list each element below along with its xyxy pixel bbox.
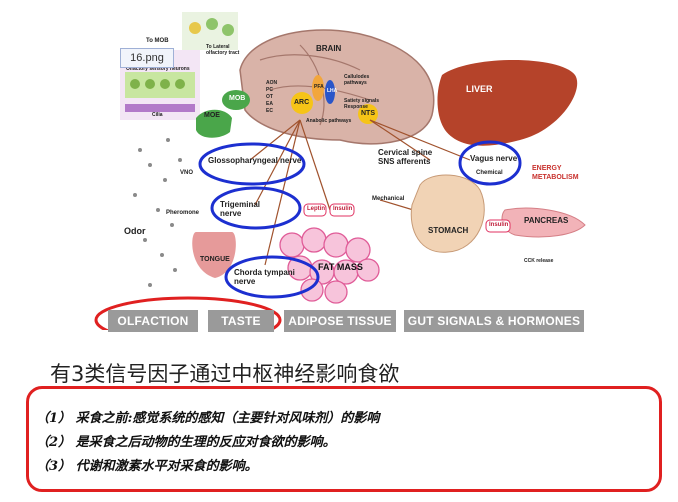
headline: 有3类信号因子通过中枢神经影响食欲 xyxy=(50,362,400,386)
label-pfa: PFA xyxy=(314,84,324,90)
label-cck: CCK release xyxy=(524,258,554,264)
label-ea: EA xyxy=(266,101,273,107)
nerve-lines xyxy=(249,119,471,266)
label-aon: AON xyxy=(266,80,278,86)
category-taste: TASTE xyxy=(208,310,274,332)
category-adipose: ADIPOSE TISSUE xyxy=(284,310,396,332)
arc-node xyxy=(291,92,313,114)
label-cervical-spine: Cervical spine SNS afferents xyxy=(378,148,433,166)
label-lha: LHA xyxy=(327,88,338,94)
label-vno: VNO xyxy=(180,170,194,176)
label-pancreas: PANCREAS xyxy=(524,216,569,225)
label-mechanical: Mechanical xyxy=(372,196,405,202)
label-chemical: Chemical xyxy=(476,170,503,176)
label-satiety: Satiety signals Response xyxy=(344,98,380,110)
tongue-shape xyxy=(192,232,236,278)
label-liver: LIVER xyxy=(466,84,493,94)
label-chorda-tympani: Chorda tympani nerve xyxy=(234,268,295,286)
label-cellular-pathways: Callulodes pathways xyxy=(344,74,370,86)
label-cilia: Cilia xyxy=(152,112,163,118)
label-insulin: Insulin xyxy=(333,206,353,212)
label-to-lateral: To Lateral olfactory tract xyxy=(206,44,240,56)
diagram-illustration xyxy=(94,12,586,344)
label-nts: NTS xyxy=(361,110,375,117)
label-tongue: TONGUE xyxy=(200,256,230,263)
label-arc: ARC xyxy=(294,99,310,106)
notes-box xyxy=(26,386,662,492)
label-to-mob: To MOB xyxy=(146,38,169,44)
lha-node xyxy=(325,80,335,104)
label-trigeminal: Trigeminal nerve xyxy=(220,200,261,218)
note-2: （2） 是采食之后动物的生理的反应对食欲的影响。 xyxy=(36,435,336,450)
glossopharyngeal-highlight xyxy=(198,142,306,186)
moe-shape xyxy=(196,109,232,138)
chorda-tympani-highlight xyxy=(224,255,320,299)
pfa-node xyxy=(312,75,324,101)
nerve-highlights xyxy=(198,140,522,299)
note-3: （3） 代谢和激素水平对采食的影响。 xyxy=(36,459,258,474)
label-leptin: Leptin xyxy=(307,206,325,212)
odor-molecules xyxy=(133,138,182,287)
category-olfaction: OLFACTION xyxy=(108,310,198,332)
label-odor: Odor xyxy=(124,226,146,236)
label-glossopharyngeal: Glossopharyngeal nerve xyxy=(208,156,302,165)
olfactory-neurons xyxy=(125,72,195,112)
appetite-signal-diagram: To MOB To Lateral olfactory tract Olfact… xyxy=(94,12,586,344)
label-olfactory-neurons: Olfactory sensory neurons xyxy=(126,66,190,72)
label-ec: EC xyxy=(266,108,273,114)
label-ot: OT xyxy=(266,94,273,100)
vagus-highlight xyxy=(458,140,522,186)
label-brain: BRAIN xyxy=(316,44,342,53)
liver-shape xyxy=(437,60,578,146)
label-fat-mass: FAT MASS xyxy=(318,262,363,272)
label-pc: PC xyxy=(266,87,273,93)
file-label: 16.png xyxy=(120,48,174,68)
trigeminal-highlight xyxy=(210,186,302,230)
stomach-shape xyxy=(410,174,485,253)
label-anabolic: Anabolic pathways xyxy=(306,118,352,124)
mob-shape xyxy=(222,90,250,110)
label-mob: MOB xyxy=(229,95,246,102)
label-energy-metabolism: ENERGY METABOLISM xyxy=(532,165,579,181)
label-vagus: Vagus nerve xyxy=(470,154,518,163)
label-moe: MOE xyxy=(204,112,220,119)
label-insulin-2: Insulin xyxy=(489,222,509,228)
label-stomach: STOMACH xyxy=(428,226,469,235)
brain-shape xyxy=(239,29,435,145)
nts-node xyxy=(358,104,378,124)
category-gut-signals: GUT SIGNALS & HORMONES xyxy=(404,310,584,332)
label-pheromone: Pheromone xyxy=(166,210,200,216)
note-1: （1） 采食之前:感觉系统的感知（主要针对风味剂）的影响 xyxy=(36,411,380,426)
